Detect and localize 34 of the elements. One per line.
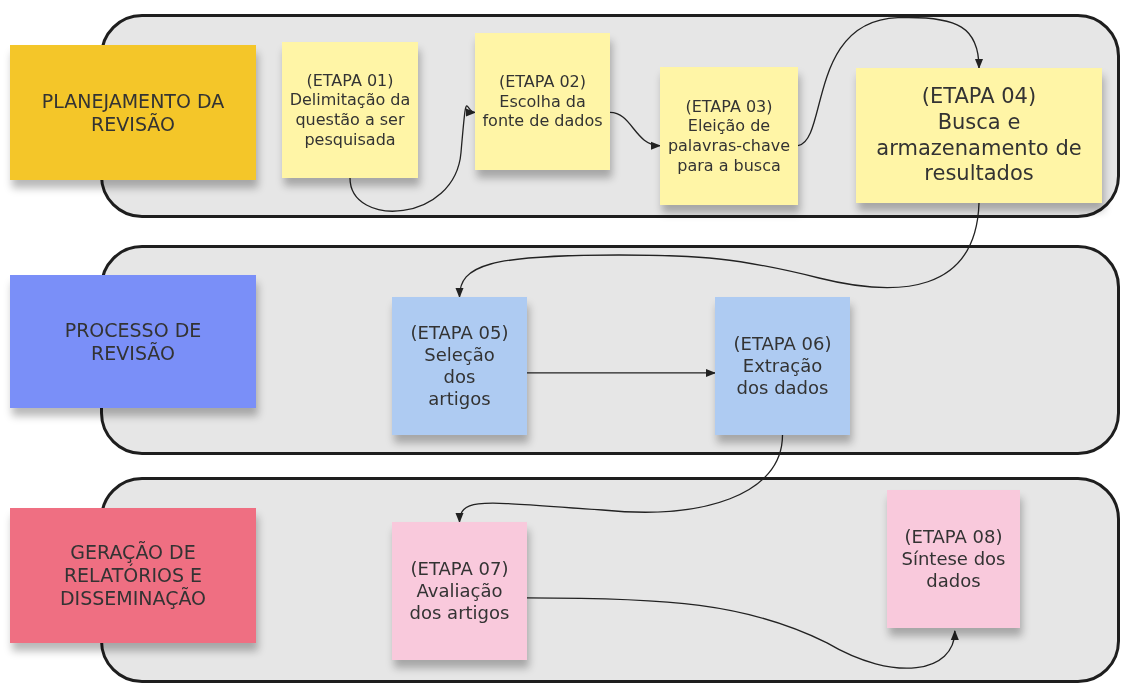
- arrow: [609, 111, 662, 149]
- arrow: [797, 16, 983, 147]
- step-note: [475, 33, 610, 170]
- step-heading: (ETAPA 01): [306, 70, 394, 91]
- step-heading: (ETAPA 07): [410, 558, 509, 580]
- step-heading: (ETAPA 06): [733, 333, 832, 355]
- step-note: [887, 490, 1020, 628]
- step-heading: (ETAPA 02): [498, 72, 587, 92]
- lane-title-note: GERAÇÃO DE RELATÓRIOS E DISSEMINAÇÃO: [10, 508, 256, 643]
- step-note: [856, 68, 1102, 203]
- note-text: Extração dos dados: [735, 355, 830, 399]
- note-text: Seleção dos artigos: [423, 344, 496, 410]
- note-text: Síntese dos dados: [901, 548, 1006, 592]
- step-note: [392, 297, 527, 435]
- step-note: [282, 42, 418, 178]
- step-note: [392, 522, 527, 660]
- step-heading: (ETAPA 05): [410, 322, 509, 345]
- step-heading: (ETAPA 03): [685, 96, 773, 117]
- step-heading: (ETAPA 08): [904, 526, 1003, 548]
- lane-title-note: PROCESSO DE REVISÃO: [10, 275, 256, 408]
- step-heading: (ETAPA 04): [921, 84, 1037, 110]
- arrow: [456, 434, 784, 524]
- note-text: Delimitação da questão a ser pesquisada: [288, 90, 412, 150]
- note-text: Eleição de palavras-chave para a busca: [666, 116, 792, 176]
- lane-title-note: PLANEJAMENTO DA REVISÃO: [10, 45, 256, 180]
- note-text: Escolha da fonte de dados: [481, 91, 604, 131]
- arrow: [526, 368, 717, 378]
- note-text: Busca e armazenamento de resultados: [875, 109, 1083, 187]
- arrow: [349, 105, 476, 212]
- arrow: [456, 202, 980, 299]
- note-text: Avaliação dos artigos: [408, 580, 511, 624]
- step-note: [715, 297, 850, 435]
- step-note: [660, 67, 798, 205]
- arrow: [526, 597, 958, 669]
